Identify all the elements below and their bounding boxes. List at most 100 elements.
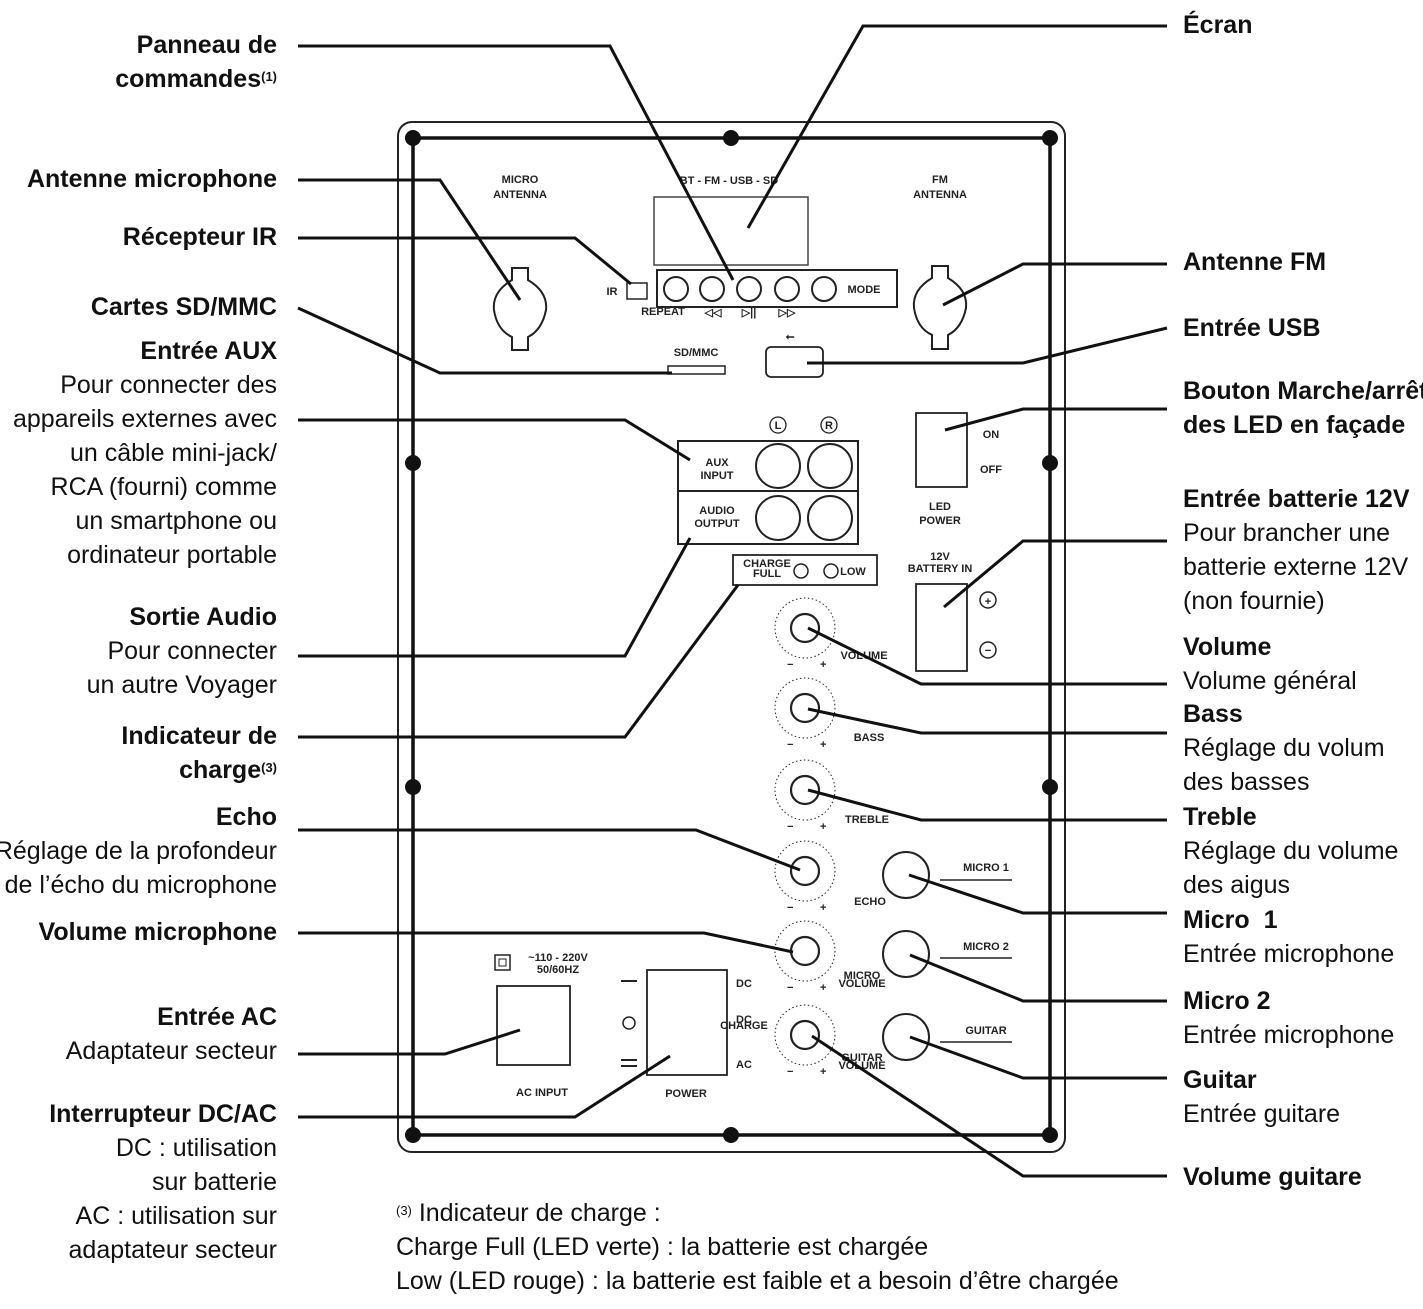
label-antenne-fm: Antenne FM (1183, 248, 1327, 276)
svg-text:12V: 12V (930, 551, 950, 563)
label-entree-usb: Entrée USB (1183, 314, 1321, 342)
svg-text:DC: DC (736, 978, 752, 990)
label-guitar: Guitar Entrée guitare (1183, 1066, 1341, 1128)
ac-input-socket (496, 985, 571, 1066)
label-entree-aux: Entrée AUX Pour connecter des appareils … (12, 337, 277, 569)
svg-text:VOLUME: VOLUME (838, 978, 885, 990)
svg-text:REPEAT: REPEAT (641, 306, 685, 318)
svg-text:−: − (787, 1066, 793, 1078)
label-cartes-sd: Cartes SD/MMC (90, 293, 277, 321)
label-panneau-de-commandes: Panneau de commandes(1) (115, 31, 277, 93)
svg-text:OUTPUT: OUTPUT (694, 518, 740, 530)
control-panel (656, 269, 898, 308)
svg-text:POWER: POWER (665, 1088, 707, 1100)
svg-text:MICRO: MICRO (502, 174, 539, 186)
svg-text:−: − (787, 739, 793, 751)
svg-text:FM: FM (932, 174, 948, 186)
label-recepteur-ir: Récepteur IR (122, 223, 277, 251)
svg-text:+: + (820, 982, 826, 994)
label-ecran: Écran (1183, 11, 1253, 39)
svg-text:−: − (985, 645, 991, 657)
sd-card-slot (667, 365, 726, 375)
svg-text:CHARGE: CHARGE (720, 1020, 768, 1032)
svg-text:MICRO 2: MICRO 2 (963, 941, 1009, 953)
svg-text:−: − (787, 821, 793, 833)
label-volume-microphone: Volume microphone (38, 918, 277, 946)
label-echo: Echo Réglage de la profondeur de l’écho … (0, 803, 277, 899)
svg-text:CHARGE: CHARGE (743, 558, 791, 570)
svg-text:BATTERY IN: BATTERY IN (908, 563, 973, 575)
svg-text:LOW: LOW (840, 566, 866, 578)
svg-text:AUX: AUX (705, 457, 729, 469)
label-indicateur-de-charge: Indicateur de charge(3) (121, 722, 277, 784)
svg-text:−: − (787, 982, 793, 994)
svg-text:ANTENNA: ANTENNA (913, 189, 967, 201)
knobs (774, 597, 836, 1066)
label-entree-batterie: Entrée batterie 12V Pour brancher une ba… (1183, 485, 1410, 615)
svg-text:L: L (775, 420, 782, 432)
dc-ac-switch (646, 969, 728, 1076)
label-bouton-led: Bouton Marche/arrêt des LED en façade (1183, 377, 1423, 439)
display-screen (653, 196, 809, 266)
svg-text:ON: ON (983, 429, 1000, 441)
svg-text:ECHO: ECHO (854, 896, 886, 908)
svg-text:BASS: BASS (854, 732, 885, 744)
svg-text:ANTENNA: ANTENNA (493, 189, 547, 201)
label-interrupteur-dc-ac: Interrupteur DC/AC DC : utilisation sur … (49, 1100, 277, 1264)
label-sortie-audio: Sortie Audio Pour connecter un autre Voy… (86, 603, 277, 699)
battery-input (915, 583, 968, 672)
svg-text:BT - FM - USB - SD: BT - FM - USB - SD (680, 175, 778, 187)
rca-jacks (755, 443, 853, 541)
svg-text:▷||: ▷|| (741, 307, 757, 319)
svg-text:OFF: OFF (980, 464, 1002, 476)
knob-signs: −+ −+ −+ −+ −+ −+ (787, 659, 826, 1078)
label-volume: Volume Volume général (1183, 633, 1357, 695)
callout-lines (297, 24, 1168, 1178)
svg-text:+: + (820, 902, 826, 914)
panel-outline (397, 121, 1066, 1153)
screw-dots (405, 130, 1058, 1143)
label-antenne-microphone: Antenne microphone (26, 165, 277, 193)
label-micro-1: Micro 1 Entrée microphone (1183, 906, 1395, 968)
svg-text:TREBLE: TREBLE (845, 814, 889, 826)
svg-text:DC: DC (736, 1014, 752, 1026)
svg-text:MODE: MODE (848, 284, 881, 296)
ir-receiver (626, 282, 648, 300)
label-bass: Bass Réglage du volum des basses (1183, 700, 1385, 796)
svg-text:LED: LED (929, 501, 951, 513)
svg-text:AC INPUT: AC INPUT (516, 1087, 568, 1099)
svg-text:+: + (820, 1066, 826, 1078)
svg-text:50/60HZ: 50/60HZ (537, 964, 579, 976)
svg-text:FULL: FULL (753, 568, 781, 580)
led-power-switch (915, 412, 968, 488)
svg-text:POWER: POWER (919, 515, 961, 527)
label-treble: Treble Réglage du volume des aigus (1183, 803, 1399, 899)
svg-text:+: + (820, 739, 826, 751)
svg-text:−: − (787, 902, 793, 914)
audio-output-block (677, 490, 859, 545)
svg-text:IR: IR (607, 286, 618, 298)
charge-indicator (732, 554, 878, 586)
svg-text:⭠: ⭠ (786, 331, 795, 343)
fm-antenna-connector: FM ANTENNA (912, 174, 968, 350)
svg-text:MICRO: MICRO (844, 970, 881, 982)
label-volume-guitare: Volume guitare (1183, 1163, 1362, 1191)
micro-antenna-connector: MICRO ANTENNA (492, 174, 548, 351)
label-entree-ac: Entrée AC Adaptateur secteur (65, 1003, 277, 1065)
svg-text:AUDIO: AUDIO (699, 505, 735, 517)
svg-text:~110 - 220V: ~110 - 220V (528, 952, 588, 964)
input-jacks (882, 851, 930, 1061)
svg-text:◁◁: ◁◁ (704, 307, 722, 319)
svg-text:+: + (820, 659, 826, 671)
svg-text:MICRO 1: MICRO 1 (963, 862, 1009, 874)
svg-text:R: R (825, 420, 833, 432)
svg-text:INPUT: INPUT (701, 470, 734, 482)
footnote: (3) Indicateur de charge : Charge Full (… (396, 1199, 1119, 1295)
control-buttons (663, 276, 837, 302)
svg-text:+: + (985, 596, 991, 608)
svg-text:+: + (820, 821, 826, 833)
svg-text:SD/MMC: SD/MMC (674, 347, 719, 359)
svg-text:AC: AC (736, 1059, 752, 1071)
svg-text:GUITAR: GUITAR (965, 1025, 1006, 1037)
